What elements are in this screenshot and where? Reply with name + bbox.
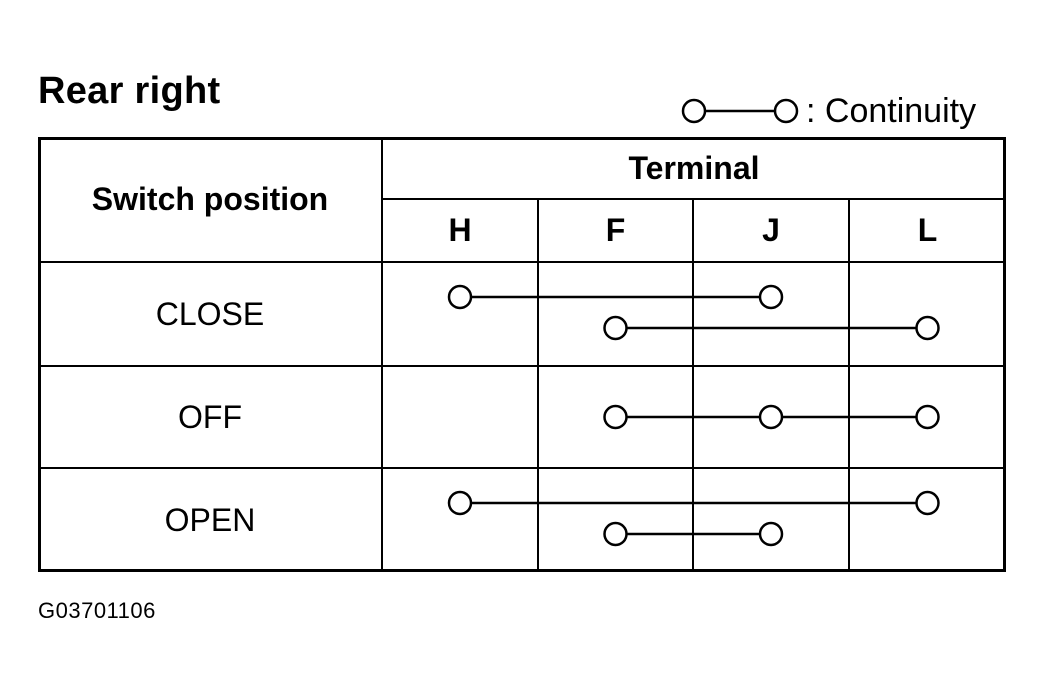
table-border <box>38 137 1006 572</box>
terminal-node-f <box>603 315 628 341</box>
continuity-symbol-icon <box>681 98 799 124</box>
terminal-header-f: F <box>605 212 626 248</box>
position-open: OPEN <box>164 501 256 538</box>
figure-id: G03701106 <box>38 598 156 623</box>
terminal-header-l: L <box>917 212 938 248</box>
continuity-table: Switch position Terminal H F J L CLOSE O… <box>38 137 1006 572</box>
legend-label: : Continuity <box>806 91 977 130</box>
header-terminal: Terminal <box>628 149 760 186</box>
terminal-node-h <box>447 284 473 310</box>
terminal-node-j <box>758 284 784 310</box>
terminal-header-j: J <box>762 212 780 248</box>
terminal-node-h <box>447 490 473 516</box>
terminal-node-l <box>915 404 940 430</box>
header-switch-position: Switch position <box>91 181 329 217</box>
terminal-node-f <box>603 404 628 430</box>
terminal-node-j <box>758 521 784 547</box>
table-grid-lines <box>38 137 1006 572</box>
position-close: CLOSE <box>155 295 265 332</box>
terminal-node-l <box>915 315 940 341</box>
terminal-header-h: H <box>448 212 472 248</box>
terminal-node-l <box>915 490 940 516</box>
legend: : Continuity <box>680 91 977 130</box>
terminal-node-j <box>758 404 784 430</box>
diagram-title: Rear right <box>38 70 221 112</box>
terminal-node-f <box>603 521 628 547</box>
position-off: OFF <box>178 398 242 435</box>
